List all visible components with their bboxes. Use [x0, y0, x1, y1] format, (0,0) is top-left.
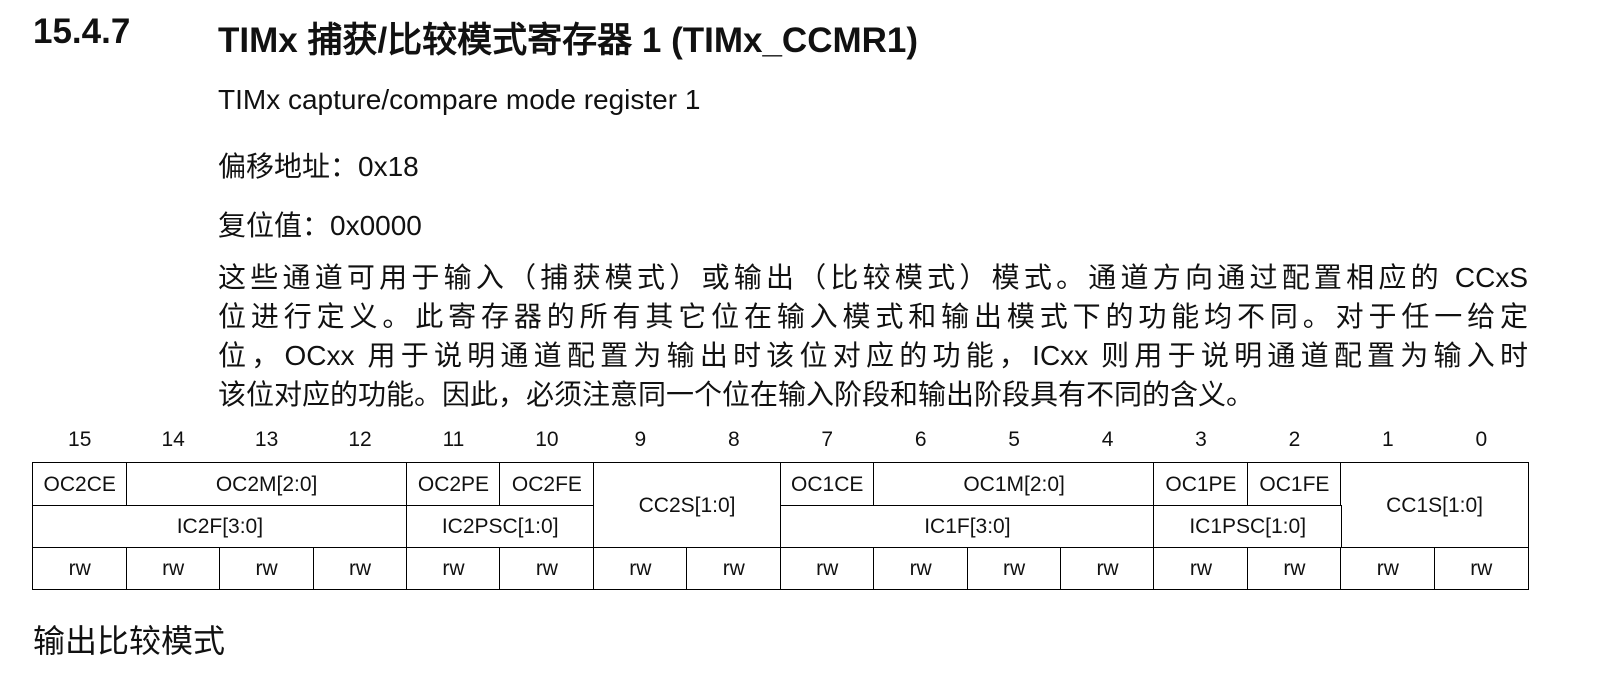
bit-number: 0 [1475, 428, 1488, 451]
bit-number: 13 [254, 428, 279, 451]
output-mode-field: OC1FE [1246, 462, 1342, 507]
access-type-cell: rw [32, 547, 128, 590]
access-type-cell: rw [219, 547, 315, 590]
register-english-name: TIMx capture/compare mode register 1 [218, 84, 701, 115]
access-type-cell: rw [966, 547, 1062, 590]
access-type-cell: rw [499, 547, 595, 590]
bit-number: 3 [1195, 428, 1207, 451]
bit-number: 8 [727, 428, 740, 451]
register-reset-value: 复位值：0x0000 [218, 210, 422, 241]
output-compare-heading: 输出比较模式 [33, 623, 226, 659]
output-mode-field: CC1S[1:0] [1340, 462, 1529, 549]
access-type-cell: rw [1246, 547, 1342, 590]
input-mode-field: IC2F[3:0] [32, 505, 408, 549]
access-type-cell: rw [312, 547, 408, 590]
access-type-cell: rw [1340, 547, 1436, 590]
register-description: 这些通道可用于输入（捕获模式）或输出（比较模式）模式。通道方向通过配置相应的 C… [218, 258, 1528, 414]
access-type-cell: rw [1060, 547, 1156, 590]
output-mode-field: OC2M[2:0] [125, 462, 408, 507]
access-type-cell: rw [686, 547, 782, 590]
bit-number: 4 [1101, 428, 1114, 451]
output-mode-field: OC2PE [405, 462, 501, 507]
access-type-cell: rw [1153, 547, 1249, 590]
bit-number: 11 [442, 428, 465, 451]
access-type-cell: rw [779, 547, 875, 590]
bit-number: 5 [1008, 428, 1020, 451]
output-mode-field: OC2FE [499, 462, 595, 507]
access-type-cell: rw [1433, 547, 1529, 590]
access-type-cell: rw [125, 547, 221, 590]
input-mode-field: IC2PSC[1:0] [405, 505, 595, 549]
section-number: 15.4.7 [33, 12, 131, 51]
bit-number: 10 [535, 428, 559, 451]
bit-number: 9 [634, 428, 647, 451]
description-line: 位进行定义。此寄存器的所有其它位在输入模式和输出模式下的功能均不同。对于任一给定 [218, 301, 1528, 332]
output-mode-field: OC1M[2:0] [873, 462, 1156, 507]
input-mode-field: IC1PSC[1:0] [1153, 505, 1342, 549]
bit-number: 7 [821, 428, 834, 451]
description-line: 位，OCxx 用于说明通道配置为输出时该位对应的功能，ICxx 则用于说明通道配… [218, 340, 1528, 371]
bit-number: 1 [1382, 428, 1394, 451]
bit-number: 15 [68, 428, 92, 451]
output-mode-field: OC1PE [1153, 462, 1249, 507]
access-type-cell: rw [592, 547, 688, 590]
output-mode-field: OC2CE [32, 462, 128, 507]
bit-number: 12 [348, 428, 372, 451]
register-offset: 偏移地址：0x18 [218, 151, 419, 182]
access-type-cell: rw [405, 547, 501, 590]
bit-number: 14 [161, 428, 185, 451]
bit-number: 2 [1288, 428, 1301, 451]
bit-number: 6 [914, 428, 927, 451]
description-line: 该位对应的功能。因此，必须注意同一个位在输入阶段和输出阶段具有不同的含义。 [218, 379, 1255, 410]
description-line: 这些通道可用于输入（捕获模式）或输出（比较模式）模式。通道方向通过配置相应的 C… [218, 262, 1528, 293]
output-mode-field: CC2S[1:0] [592, 462, 782, 549]
section-title: TIMx 捕获/比较模式寄存器 1 (TIMx_CCMR1) [218, 21, 919, 60]
input-mode-field: IC1F[3:0] [779, 505, 1156, 549]
access-type-cell: rw [873, 547, 969, 590]
output-mode-field: OC1CE [779, 462, 875, 507]
